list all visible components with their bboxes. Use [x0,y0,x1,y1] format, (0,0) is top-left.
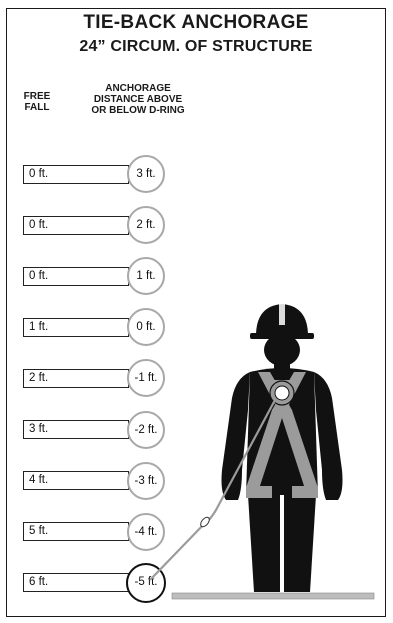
hardhat-icon [250,303,314,339]
floor-icon [172,593,374,599]
worker-in-harness-icon [222,303,343,592]
